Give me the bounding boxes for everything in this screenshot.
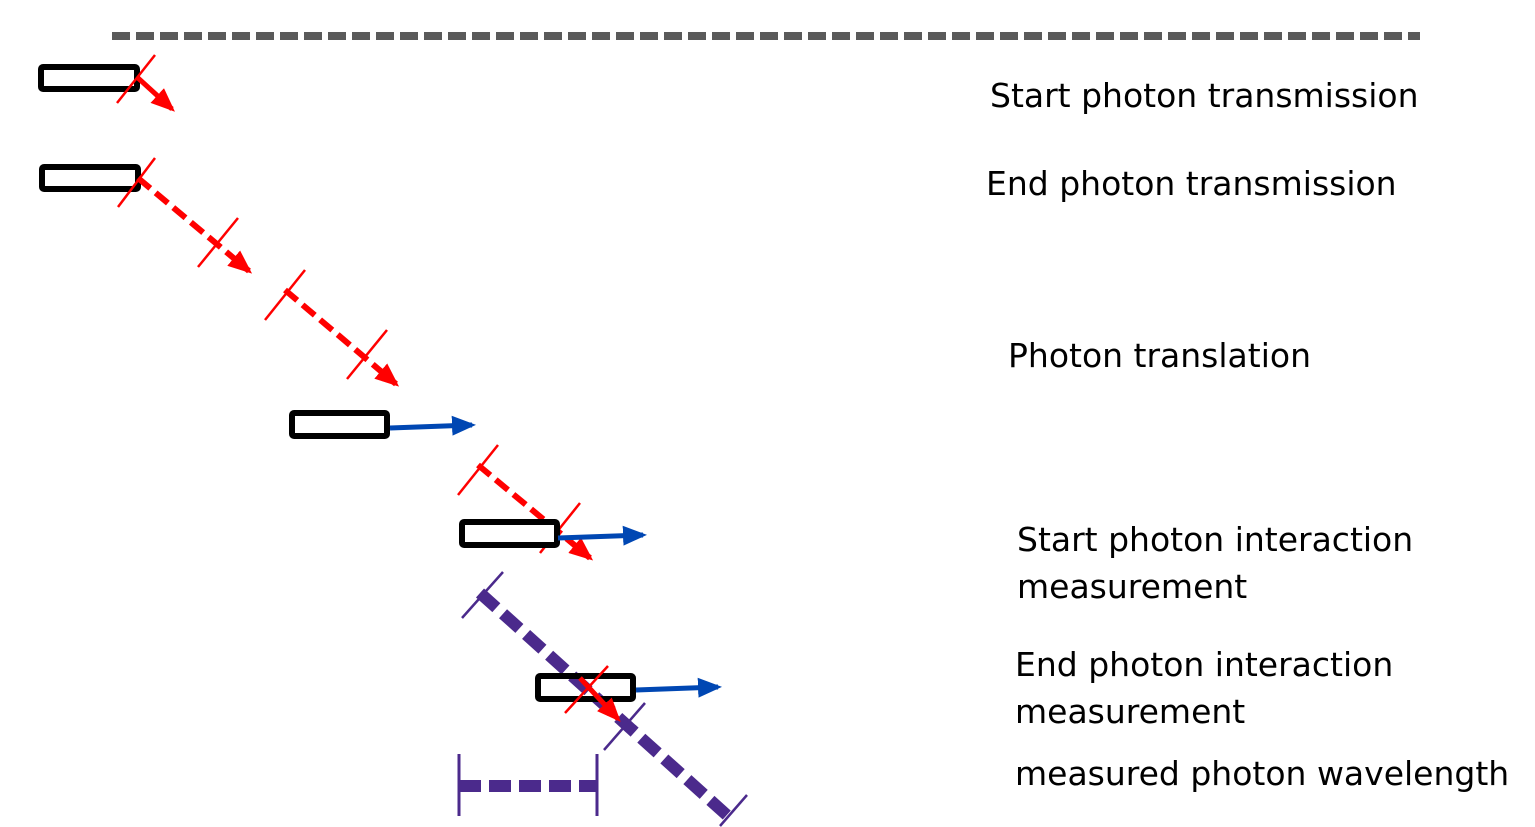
particle-group-1 (289, 410, 476, 439)
label-start-transmission: Start photon transmission (990, 76, 1419, 115)
detector-5 (535, 673, 636, 702)
label-photon-translation: Photon translation (1008, 336, 1311, 375)
tick-1 (116, 54, 156, 104)
detector-4 (459, 519, 560, 548)
particle-arrow-2 (557, 525, 647, 546)
tick-5a (457, 444, 499, 496)
particle-arrow-3 (635, 677, 722, 698)
detector-2 (39, 164, 141, 192)
detector-3 (289, 410, 390, 439)
tick-3a (264, 269, 306, 321)
start-transmission-group (38, 54, 175, 112)
photon-dashed-arrow-2 (136, 175, 253, 274)
label-end-transmission: End photon transmission (986, 164, 1397, 203)
end-transmission-group (39, 157, 253, 274)
label-start-interaction-line2: measurement (1017, 567, 1248, 606)
tick-3b (346, 329, 388, 380)
label-end-interaction-line1: End photon interaction (1015, 645, 1394, 684)
translation-group (264, 269, 400, 387)
start-interaction-group (457, 444, 647, 561)
tick-6 (564, 665, 609, 714)
wavelength-end-tick-b (719, 794, 748, 827)
label-start-interaction-line1: Start photon interaction (1017, 520, 1414, 559)
tick-2b (197, 217, 239, 268)
tick-2a (117, 157, 156, 208)
wavelength-end-tick-a (461, 571, 504, 619)
label-measured-wavelength: measured photon wavelength (1015, 754, 1510, 793)
detector-1 (38, 64, 140, 92)
particle-arrow-1 (389, 415, 476, 436)
label-end-interaction-line2: measurement (1015, 692, 1246, 731)
wavelength-legend-bar (457, 754, 599, 816)
photon-dashed-arrow-5 (476, 462, 594, 561)
photon-arrow-6 (578, 676, 621, 722)
photon-dashed-arrow-3 (283, 287, 400, 387)
photon-arrow-1 (136, 76, 175, 112)
wavelength-mid-tick (603, 702, 646, 751)
end-interaction-group (461, 571, 748, 827)
